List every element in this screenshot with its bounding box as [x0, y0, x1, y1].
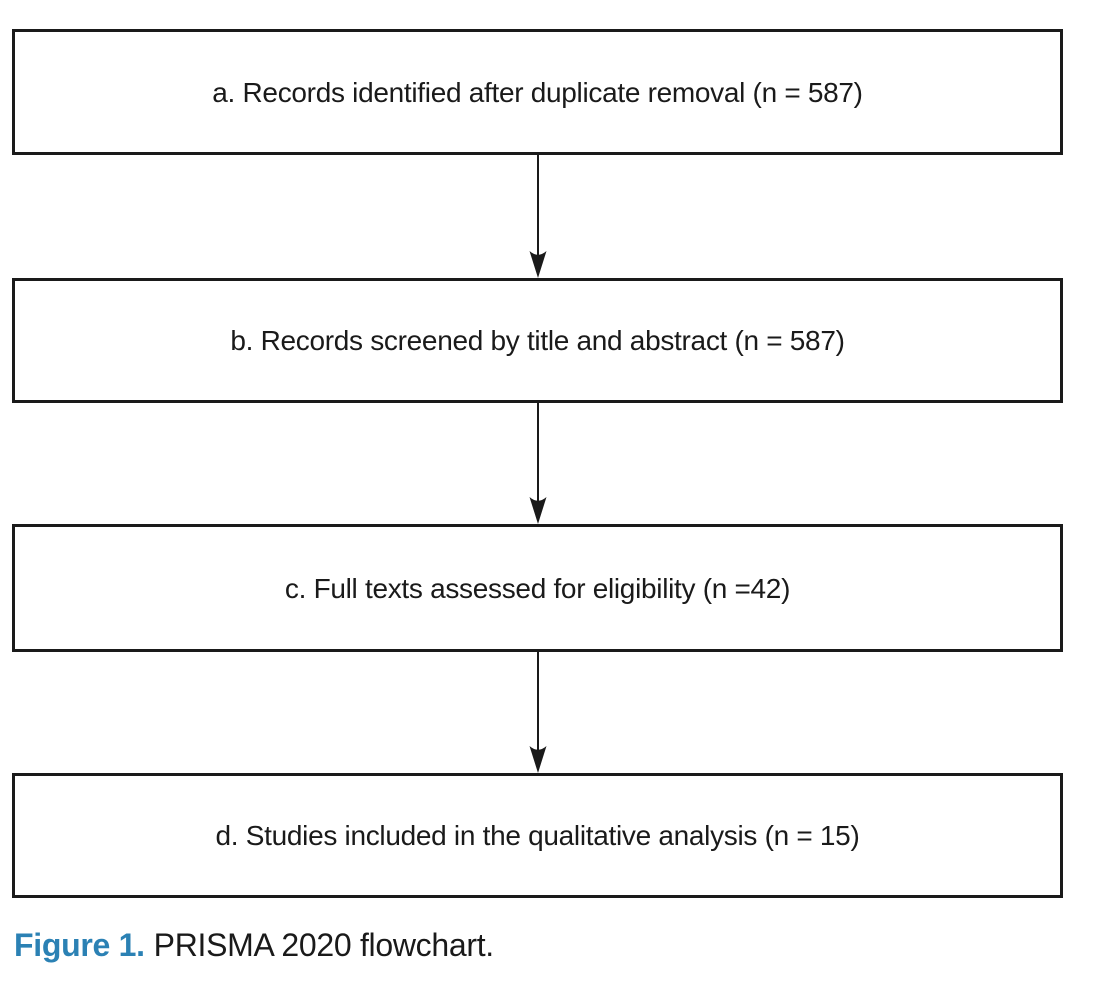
- flow-box-a: a. Records identified after duplicate re…: [12, 29, 1063, 155]
- flow-box-b: b. Records screened by title and abstrac…: [12, 278, 1063, 403]
- flow-box-c: c. Full texts assessed for eligibility (…: [12, 524, 1063, 652]
- flow-box-c-label: c. Full texts assessed for eligibility (…: [284, 572, 791, 604]
- figure-caption-text: PRISMA 2020 flowchart.: [153, 927, 495, 963]
- flow-box-a-label: a. Records identified after duplicate re…: [212, 76, 863, 108]
- flow-box-d-label: d. Studies included in the qualitative a…: [215, 820, 860, 851]
- flow-box-d: d. Studies included in the qualitative a…: [12, 773, 1063, 898]
- figure-caption: Figure 1.PRISMA 2020 flowchart.: [14, 926, 494, 964]
- figure-caption-label: Figure 1.: [14, 927, 145, 963]
- down-arrow-icon: [529, 403, 547, 524]
- down-arrow-icon: [529, 155, 547, 278]
- down-arrow-icon: [529, 652, 547, 773]
- flow-box-b-label: b. Records screened by title and abstrac…: [230, 325, 845, 356]
